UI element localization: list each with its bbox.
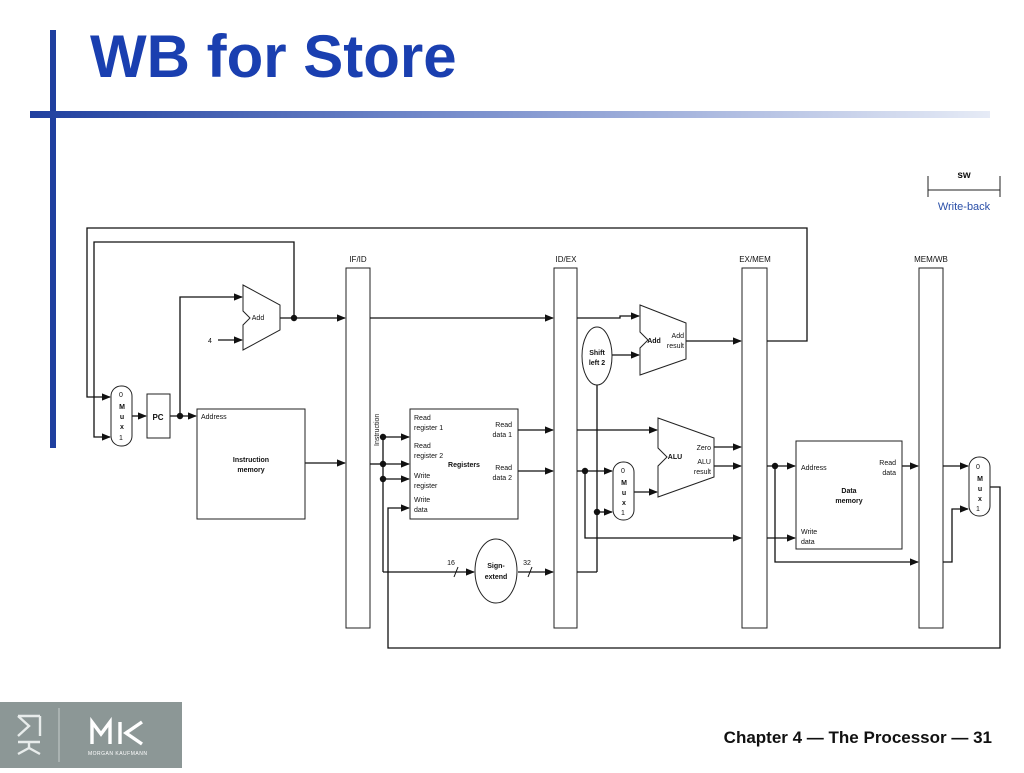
svg-text:register 2: register 2: [414, 453, 443, 460]
svg-text:Read: Read: [414, 415, 431, 422]
svg-text:M: M: [621, 480, 627, 487]
label-if-id: IF/ID: [349, 255, 367, 264]
svg-text:Add: Add: [672, 333, 685, 340]
svg-text:32: 32: [523, 560, 531, 567]
svg-text:Read: Read: [495, 465, 512, 472]
alu: ALU Zero ALU result: [657, 417, 715, 498]
svg-text:x: x: [978, 496, 982, 503]
svg-text:Sign-: Sign-: [487, 563, 505, 570]
svg-text:register 1: register 1: [414, 425, 443, 432]
svg-text:Write: Write: [801, 529, 817, 536]
svg-text:Write: Write: [414, 473, 430, 480]
pc-mux: 0 M u x 1: [110, 385, 133, 447]
pipeline-registers: IF/ID ID/EX EX/MEM MEM/WB: [345, 255, 948, 629]
slide-title: WB for Store: [90, 23, 457, 90]
program-counter: PC: [146, 393, 171, 439]
svg-text:1: 1: [976, 506, 980, 513]
sign-extend-unit: Sign- extend 16 32: [447, 538, 533, 604]
svg-text:PC: PC: [152, 413, 163, 422]
svg-text:u: u: [120, 414, 124, 421]
logo-divider: [58, 708, 60, 762]
svg-text:data: data: [801, 539, 815, 546]
legend-stage: Write-back: [938, 201, 991, 213]
svg-text:0: 0: [976, 464, 980, 471]
svg-text:0: 0: [119, 392, 123, 399]
pipeline-register-if-id: [345, 267, 371, 629]
svg-text:1: 1: [119, 435, 123, 442]
svg-text:M: M: [977, 476, 983, 483]
legend-instruction: sw: [957, 170, 971, 181]
branch-adder: Add Add result: [639, 304, 687, 376]
svg-text:data: data: [414, 507, 428, 514]
svg-text:data: data: [882, 470, 896, 477]
svg-text:ALU: ALU: [668, 454, 682, 461]
alu-input-mux: 0 M u x 1: [612, 461, 635, 521]
title-accent-horizontal-bar: [30, 111, 990, 118]
svg-text:Address: Address: [801, 465, 827, 472]
shift-left-2-unit: Shift left 2: [581, 326, 613, 386]
pipeline-datapath-diagram: sw Write-back IF/ID ID/EX EX/MEM MEM/WB: [86, 170, 1001, 649]
svg-text:Data: Data: [841, 488, 856, 495]
instruction-bus-label: Instruction: [374, 414, 381, 446]
svg-text:Read: Read: [495, 422, 512, 429]
register-file: Read register 1 Read register 2 Write re…: [409, 408, 519, 520]
publisher-logo: MORGAN KAUFMANN: [0, 702, 182, 768]
pipeline-register-mem-wb: [918, 267, 944, 629]
datapath-wires: [86, 227, 1001, 649]
pipeline-register-id-ex: [553, 267, 578, 629]
svg-text:Instruction: Instruction: [233, 457, 269, 464]
svg-text:ALU: ALU: [697, 459, 711, 466]
svg-text:u: u: [978, 486, 982, 493]
svg-text:data 1: data 1: [493, 432, 513, 439]
svg-text:extend: extend: [485, 574, 508, 581]
svg-text:register: register: [414, 483, 438, 490]
svg-text:result: result: [694, 469, 711, 476]
svg-text:u: u: [622, 490, 626, 497]
pipeline-register-ex-mem: [741, 267, 768, 629]
svg-text:x: x: [622, 500, 626, 507]
svg-text:Read: Read: [879, 460, 896, 467]
constant-four: 4: [208, 338, 212, 345]
svg-text:Registers: Registers: [448, 462, 480, 469]
pc-adder: Add: [242, 284, 281, 351]
svg-text:result: result: [667, 343, 684, 350]
svg-text:Read: Read: [414, 443, 431, 450]
slide-footer: Chapter 4 — The Processor — 31: [723, 728, 992, 747]
svg-text:memory: memory: [237, 467, 264, 474]
svg-text:Address: Address: [201, 414, 227, 421]
svg-text:Zero: Zero: [697, 445, 712, 452]
instruction-memory: Address Instruction memory: [196, 408, 306, 520]
writeback-mux: 0 M u x 1: [968, 456, 991, 517]
stage-legend: sw Write-back: [927, 170, 1001, 213]
title-accent-vertical-bar: [50, 30, 56, 448]
svg-text:left 2: left 2: [589, 360, 605, 367]
svg-text:16: 16: [447, 560, 455, 567]
wire-junctions: [176, 314, 779, 516]
svg-text:0: 0: [621, 468, 625, 475]
svg-text:1: 1: [621, 510, 625, 517]
svg-text:M: M: [119, 404, 125, 411]
svg-text:data 2: data 2: [493, 475, 513, 482]
label-mem-wb: MEM/WB: [914, 255, 948, 264]
svg-text:Shift: Shift: [589, 350, 605, 357]
svg-text:x: x: [120, 424, 124, 431]
svg-text:Write: Write: [414, 497, 430, 504]
label-ex-mem: EX/MEM: [739, 255, 771, 264]
data-memory: Address Read data Write data Data memory: [795, 440, 903, 550]
svg-text:Add: Add: [647, 338, 661, 345]
publisher-name: MORGAN KAUFMANN: [88, 751, 148, 757]
svg-text:Add: Add: [252, 315, 265, 322]
label-id-ex: ID/EX: [556, 255, 578, 264]
mk-logo-icon: [17, 714, 143, 756]
svg-text:memory: memory: [835, 498, 862, 505]
